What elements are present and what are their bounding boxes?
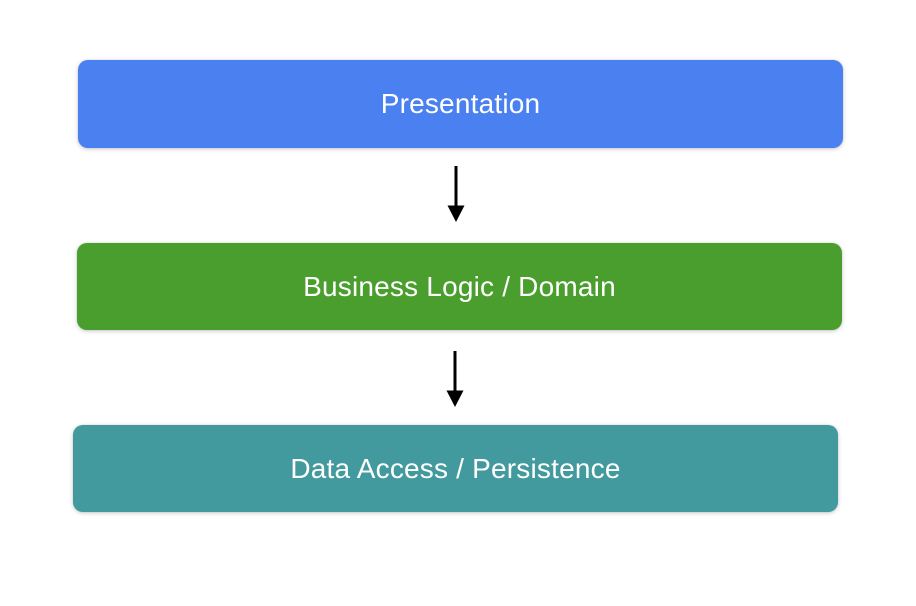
layer-box-business-logic: Business Logic / Domain: [77, 243, 842, 330]
layer-label-presentation: Presentation: [380, 88, 541, 119]
layer-label-data-access: Data Access / Persistence: [290, 452, 621, 484]
down-arrow-head: [446, 390, 464, 407]
layer-label-business-logic: Business Logic / Domain: [303, 270, 616, 302]
down-arrow-head: [447, 205, 465, 222]
down-arrow-icon: [446, 351, 464, 407]
layer-box-presentation: Presentation: [78, 60, 843, 148]
layer-box-data-access: Data Access / Persistence: [73, 425, 838, 512]
down-arrow-icon: [447, 166, 465, 222]
